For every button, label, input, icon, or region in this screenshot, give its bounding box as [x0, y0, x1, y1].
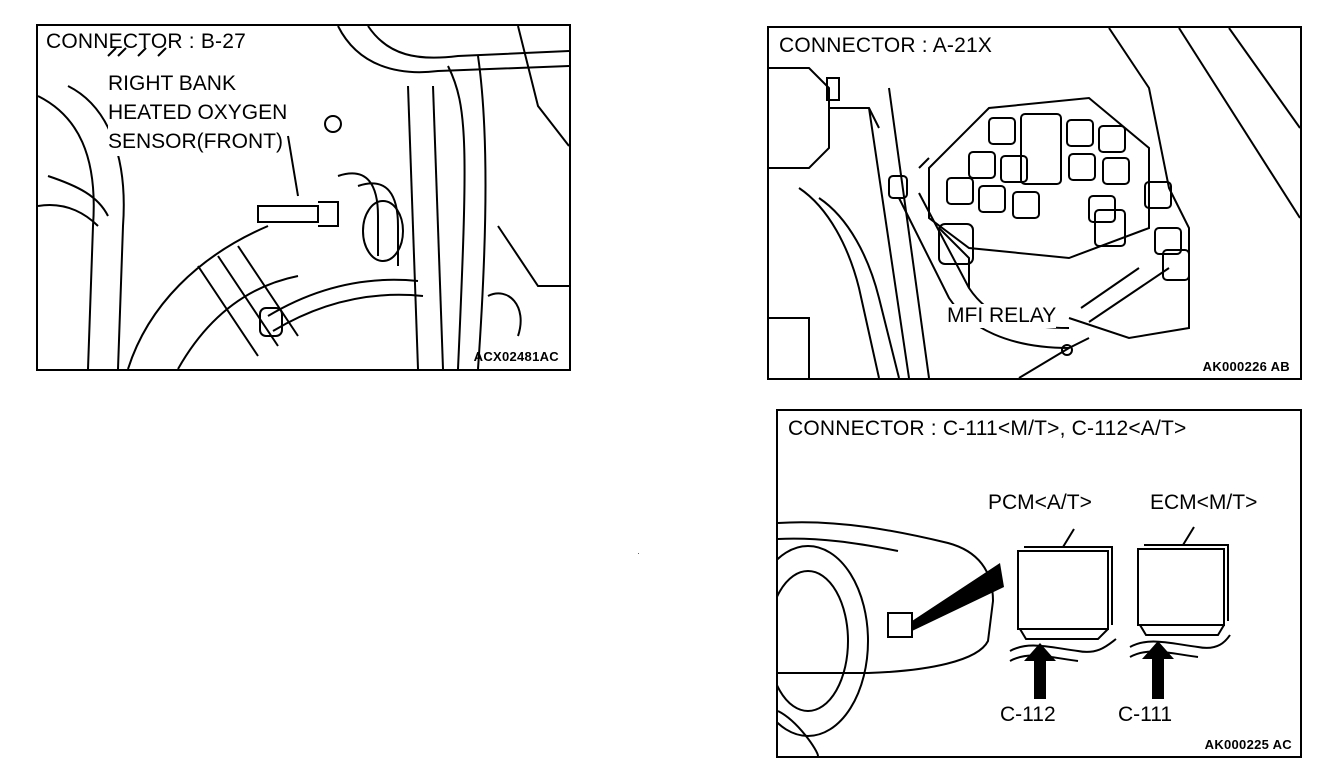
label-line: HEATED OXYGEN [108, 98, 288, 127]
c111-label: C-111 [1118, 703, 1173, 727]
engine-bay-illustration [38, 26, 569, 369]
stray-mark [638, 553, 639, 554]
figure-reference: AK000225 AC [1204, 737, 1292, 752]
connector-a21x-panel: CONNECTOR : A-21X MFI RELAY AK000226 AB [767, 26, 1302, 380]
mfi-relay-label: MFI RELAY [947, 304, 1057, 328]
panel-title: CONNECTOR : B-27 [46, 30, 247, 53]
panel-title: CONNECTOR : C-111<M/T>, C-112<A/T> [788, 417, 1187, 440]
figure-reference: ACX02481AC [473, 349, 559, 364]
panel-title: CONNECTOR : A-21X [779, 34, 993, 57]
connector-b27-panel: CONNECTOR : B-27 RIGHT BANK HEATED OXYGE… [36, 24, 571, 371]
label-line: RIGHT BANK [108, 69, 236, 98]
figure-reference: AK000226 AB [1202, 359, 1290, 374]
connector-c111-c112-panel: CONNECTOR : C-111<M/T>, C-112<A/T> PCM<A… [776, 409, 1302, 758]
relay-box-illustration [769, 28, 1300, 378]
component-label: RIGHT BANK HEATED OXYGEN SENSOR(FRONT) [108, 69, 288, 156]
label-line: SENSOR(FRONT) [108, 127, 283, 156]
pcm-label: PCM<A/T> [988, 491, 1092, 515]
ecm-label: ECM<M/T> [1150, 491, 1258, 515]
c112-label: C-112 [1000, 703, 1056, 727]
dashboard-ecu-illustration [778, 521, 1231, 756]
